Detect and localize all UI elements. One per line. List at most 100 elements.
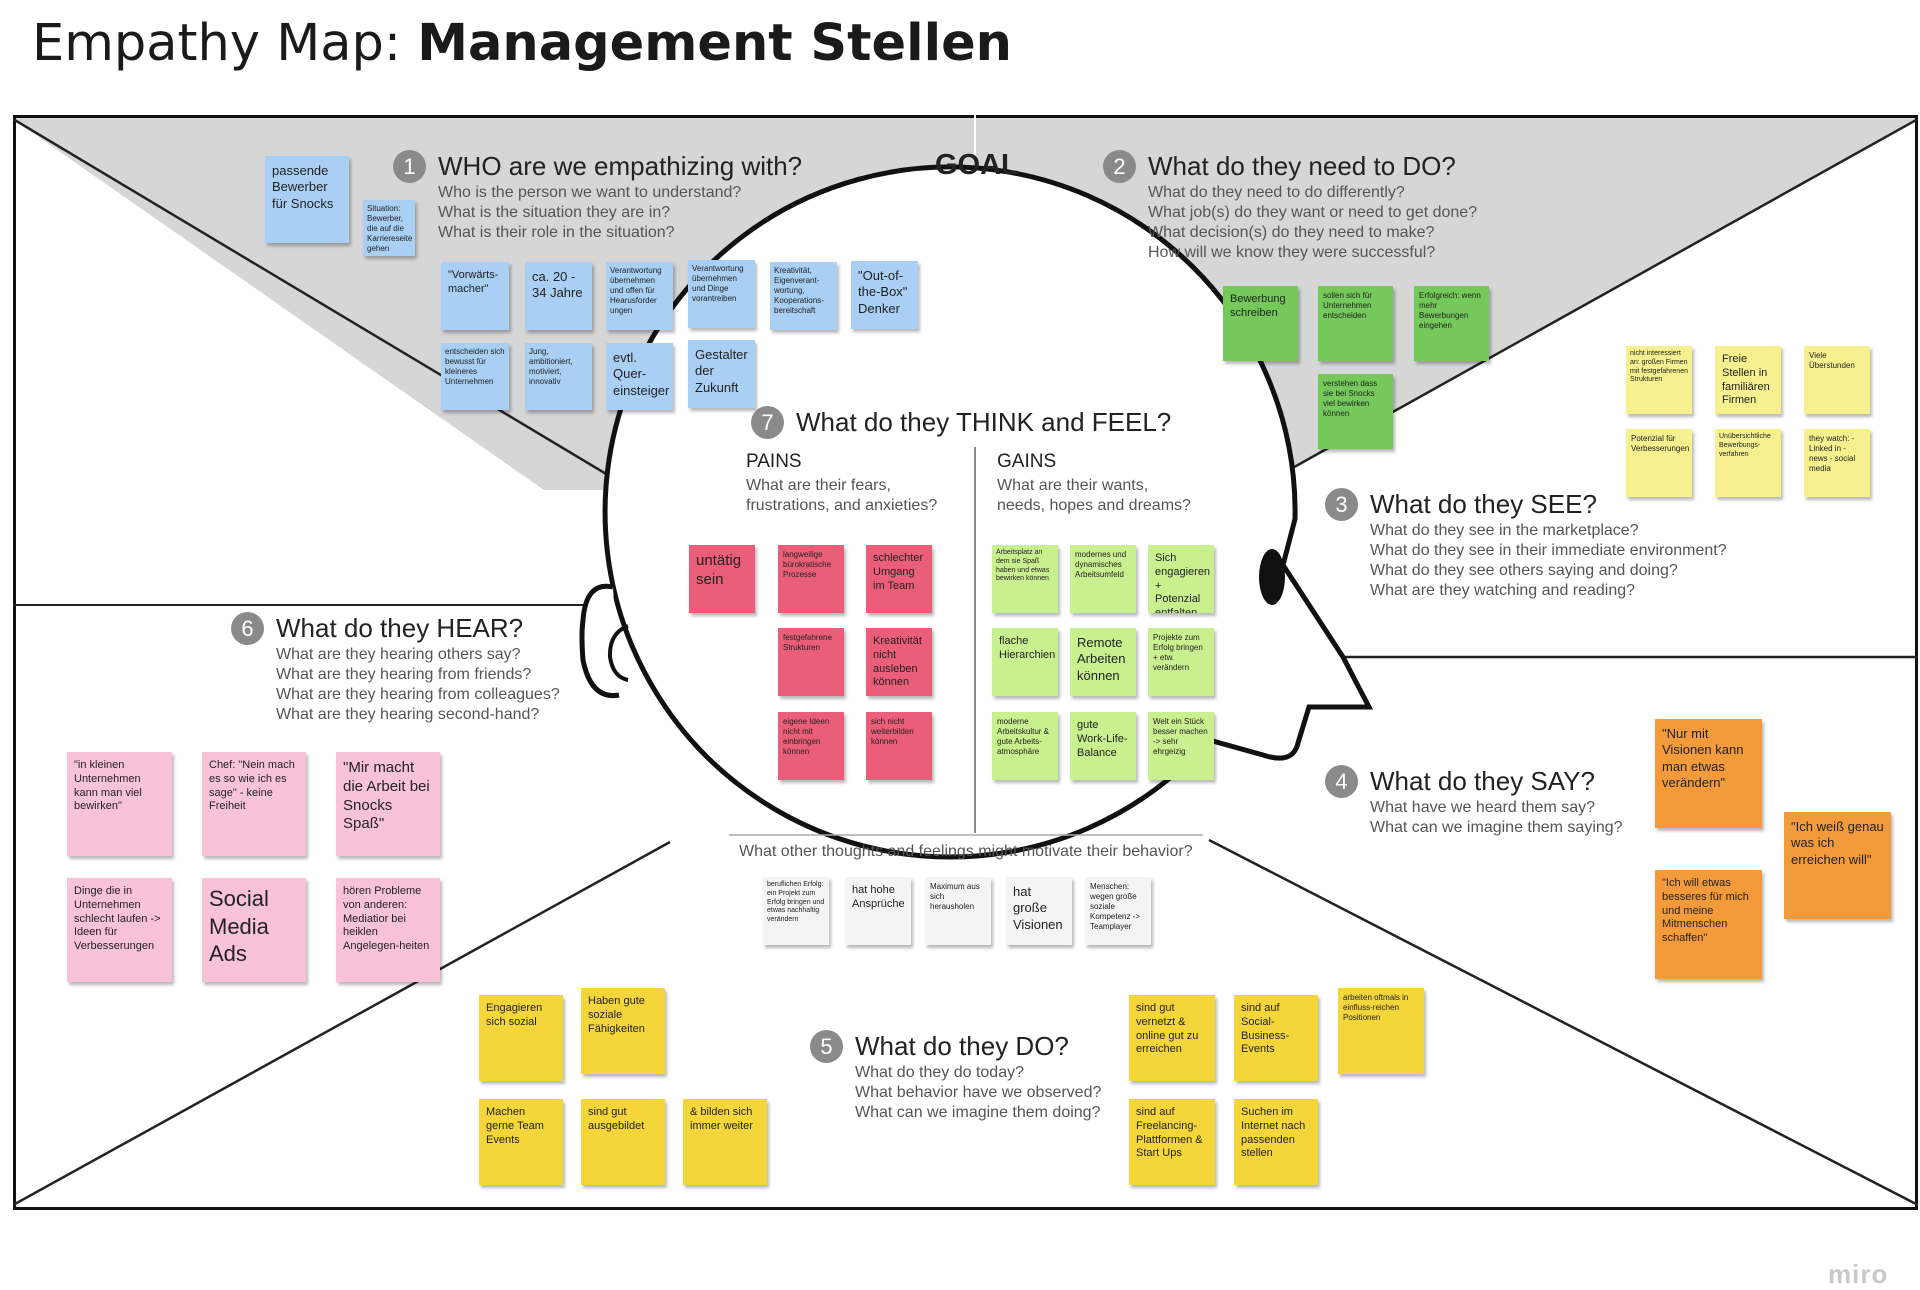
sticky-note[interactable]: modernes und dynamisches Arbeitsumfeld (1070, 545, 1136, 613)
sticky-note[interactable]: sind auf Social-Business-Events (1234, 995, 1318, 1081)
sticky-note[interactable]: they watch: -Linked in - news - social m… (1804, 429, 1870, 497)
miro-watermark: miro (1828, 1259, 1889, 1289)
sticky-note[interactable]: Verantwortung übernehmen und Dinge voran… (688, 260, 755, 328)
question: What are they hearing others say? (276, 646, 521, 663)
question: What behavior have we observed? (855, 1084, 1102, 1101)
sticky-note[interactable]: flache Hierarchien (992, 628, 1058, 696)
sticky-note[interactable]: Verantwortung übernehmen und offen für H… (606, 262, 673, 330)
sticky-note[interactable]: sollen sich für Unternehmen entscheiden (1318, 286, 1393, 361)
sticky-note[interactable]: "Mir macht die Arbeit bei Snocks Spaß" (336, 752, 440, 856)
sticky-note[interactable]: evtl. Quer-einsteiger (606, 343, 673, 410)
section-number: 5 (810, 1030, 843, 1063)
sticky-note[interactable]: "Nur mit Visionen kann man etwas verände… (1655, 719, 1762, 828)
sticky-note[interactable]: passende Bewerber für Snocks (265, 156, 349, 243)
sticky-note[interactable]: nicht interessiert an: großen Firmen mit… (1626, 346, 1692, 414)
diag-bottom-right (1208, 838, 1918, 1207)
sticky-note[interactable]: verstehen dass sie bei Snocks viel bewir… (1318, 374, 1393, 449)
sticky-note[interactable]: Welt ein Stück besser machen -> sehr ehr… (1148, 712, 1214, 780)
sticky-note[interactable]: Suchen im Internet nach passenden stelle… (1234, 1099, 1318, 1185)
goal-label: GOAL (935, 149, 1019, 181)
question: What do they need to do differently? (1148, 184, 1405, 201)
section-number: 7 (751, 406, 784, 439)
section-heading: What do they HEAR? (276, 613, 524, 643)
sticky-note[interactable]: Jung, ambitioniert, motiviert, innovativ (525, 343, 592, 410)
sticky-note[interactable]: Potenzial für Verbesserungen (1626, 429, 1692, 497)
sticky-note[interactable]: Haben gute soziale Fähigkeiten (581, 988, 665, 1074)
sticky-note[interactable]: schlechter Umgang im Team (866, 545, 932, 613)
sticky-note[interactable]: ca. 20 - 34 Jahre (525, 262, 592, 330)
sticky-note[interactable]: Bewerbung schreiben (1223, 286, 1298, 361)
sticky-note[interactable]: Projekte zum Erfolg bringen + etw. verän… (1148, 628, 1214, 696)
sticky-note[interactable]: entscheiden sich bewusst für kleineres U… (441, 343, 509, 410)
sticky-note[interactable]: Viele Überstunden (1804, 346, 1870, 414)
section-number: 1 (393, 150, 426, 183)
sticky-note[interactable]: Unübersichtliche Bewerbungs-verfahren (1715, 429, 1781, 497)
section-think-feel: 7 What do they THINK and FEEL? (751, 406, 1171, 439)
sticky-note[interactable]: & bilden sich immer weiter (683, 1099, 767, 1185)
sticky-note[interactable]: eigene Ideen nicht mit einbringen können (778, 712, 844, 780)
question: Who is the person we want to understand? (438, 184, 742, 201)
sticky-note[interactable]: moderne Arbeitskultur & gute Arbeits-atm… (992, 712, 1058, 780)
sticky-note[interactable]: Machen gerne Team Events (479, 1099, 563, 1185)
question: What do they do today? (855, 1064, 1024, 1081)
sticky-note[interactable]: "in kleinen Unternehmen kann man viel be… (67, 752, 172, 856)
sticky-note[interactable]: Dinge die in Unternehmen schlecht laufen… (67, 878, 172, 982)
sticky-note[interactable]: Maximum aus sich herausholen (925, 877, 991, 945)
question: What decision(s) do they need to make? (1148, 224, 1435, 241)
sticky-note[interactable]: hat große Visionen (1006, 877, 1072, 945)
sticky-note[interactable]: Erfolgreich: wenn mehr Bewerbungen einge… (1414, 286, 1489, 361)
question: What are they watching and reading? (1370, 582, 1636, 599)
title-prefix: Empathy Map: (32, 14, 418, 73)
board-border (13, 115, 1918, 1210)
section-heading: What do they SAY? (1370, 766, 1595, 796)
sticky-note[interactable]: sind gut vernetzt & online gut zu erreic… (1129, 995, 1215, 1081)
sticky-note[interactable]: langweilige bürokratische Prozesse (778, 545, 844, 613)
question: What are they hearing second-hand? (276, 706, 540, 723)
sticky-note[interactable]: "Vorwärts-macher" (441, 262, 509, 330)
sticky-note[interactable]: hat hohe Ansprüche (845, 877, 911, 945)
sticky-note[interactable]: hören Probleme von anderen: Mediatior be… (336, 878, 440, 982)
pains-questions: What are their fears,frustrations, and a… (746, 476, 937, 516)
sticky-note[interactable]: Chef: "Nein mach es so wie ich es sage" … (202, 752, 306, 856)
page-title: Empathy Map: Management Stellen (32, 14, 1012, 73)
sticky-note[interactable]: Situation: Bewerber, die auf die Karrier… (363, 200, 415, 256)
sticky-note[interactable]: sind gut ausgebildet (581, 1099, 665, 1185)
sticky-note[interactable]: Arbeitsplatz an dem sie Spaß haben und e… (992, 545, 1058, 613)
sticky-note[interactable]: Sich engagieren + Potenzial entfalten (1148, 545, 1214, 613)
sticky-note[interactable]: gute Work-Life-Balance (1070, 712, 1136, 780)
question: What do they see others saying and doing… (1370, 562, 1678, 579)
section-heading: WHO are we empathizing with? (438, 151, 803, 181)
sticky-note[interactable]: Freie Stellen in familiären Firmen (1715, 346, 1781, 414)
sticky-note[interactable]: arbeiten oftmals in einfluss-reichen Pos… (1338, 988, 1424, 1074)
section-heading: What do they THINK and FEEL? (796, 407, 1172, 437)
sticky-note[interactable]: sich nicht weiterbilden können (866, 712, 932, 780)
empathy-map-board[interactable]: GOAL 1 WHO are we empathizing with? Who i… (13, 115, 1918, 1289)
question: What are they hearing from colleagues? (276, 686, 560, 703)
sticky-note[interactable]: "Out-of-the-Box" Denker (851, 261, 918, 329)
diag-top-left (13, 117, 634, 492)
question: What are their wants, (997, 477, 1149, 494)
section-number: 6 (231, 612, 264, 645)
section-heading: What do they need to DO? (1148, 151, 1456, 181)
sticky-note[interactable]: Kreativität nicht ausleben können (866, 628, 932, 696)
eye (1259, 549, 1285, 605)
sticky-note[interactable]: "Ich weiß genau was ich erreichen will" (1784, 812, 1891, 919)
sticky-note[interactable]: Remote Arbeiten können (1070, 628, 1136, 696)
gains-title: GAINS (997, 451, 1057, 472)
sticky-note[interactable]: festgefahrene Strukturen (778, 628, 844, 696)
sticky-note[interactable]: beruflichen Erfolg: ein Projekt zum Erfo… (763, 877, 829, 945)
question: What do they see in the marketplace? (1370, 522, 1639, 539)
sticky-note[interactable]: Menschen: wegen große soziale Kompetenz … (1085, 877, 1151, 945)
sticky-note[interactable]: Kreativität, Eigenverant-wortung, Kooper… (770, 262, 837, 330)
sticky-note[interactable]: Social Media Ads (202, 878, 306, 982)
sticky-note[interactable]: "Ich will etwas besseres für mich und me… (1655, 870, 1762, 979)
section-number: 4 (1325, 765, 1358, 798)
sticky-note[interactable]: Gestalter der Zukunft (688, 340, 755, 408)
question: What can we imagine them doing? (855, 1104, 1101, 1121)
sticky-note[interactable]: Engagieren sich sozial (479, 995, 563, 1081)
sticky-note[interactable]: sind auf Freelancing-Plattformen & Start… (1129, 1099, 1215, 1185)
diag-bottom-left (13, 840, 671, 1207)
sticky-note[interactable]: untätig sein (689, 545, 755, 613)
